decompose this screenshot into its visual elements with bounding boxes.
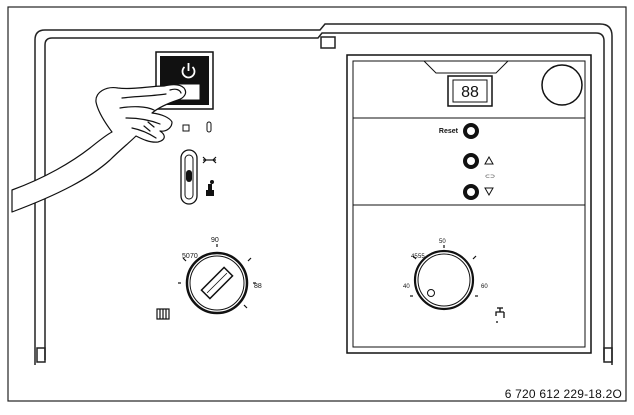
heating-temperature-dial[interactable] bbox=[185, 251, 249, 315]
hot-water-tap-icon bbox=[495, 307, 505, 323]
up-arrow-icon bbox=[484, 155, 494, 165]
outer-frame bbox=[7, 6, 627, 402]
down-button[interactable] bbox=[463, 184, 479, 200]
right-hinge bbox=[603, 347, 613, 363]
power-icon bbox=[181, 63, 196, 79]
radiator-icon bbox=[156, 308, 170, 320]
hot-water-dial-label-60: 60 bbox=[481, 284, 488, 290]
heating-dial-label-70: 70 bbox=[190, 253, 198, 260]
heating-dial-label-50: 50 bbox=[182, 253, 190, 260]
chimney-sweep-icon bbox=[206, 180, 214, 196]
standby-square-icon bbox=[182, 124, 190, 132]
pressure-gauge bbox=[541, 64, 583, 106]
hot-water-dial-label-55: 55 bbox=[418, 254, 425, 260]
reset-label: Reset bbox=[439, 128, 459, 135]
control-module bbox=[346, 54, 592, 354]
heating-dial-knob-grip bbox=[200, 266, 234, 300]
up-button[interactable] bbox=[463, 153, 479, 169]
display-frame bbox=[447, 75, 493, 107]
service-wrench-icon bbox=[202, 156, 217, 164]
indicator-lamp bbox=[206, 121, 212, 133]
hot-water-dial-label-40: 40 bbox=[403, 284, 410, 290]
panel-housing bbox=[34, 23, 613, 365]
down-arrow-icon bbox=[484, 187, 494, 197]
center-latch bbox=[320, 36, 336, 49]
hand-illustration bbox=[11, 84, 187, 213]
left-hinge bbox=[36, 347, 46, 363]
heating-dial-label-90: 90 bbox=[211, 237, 219, 244]
function-selector[interactable] bbox=[180, 149, 198, 205]
reset-button[interactable] bbox=[463, 123, 479, 139]
hot-water-temperature-dial[interactable] bbox=[413, 249, 475, 311]
hot-water-dial-label-45: 45 bbox=[411, 254, 418, 260]
hot-water-dial-label-50: 50 bbox=[439, 239, 446, 245]
display-bezel bbox=[423, 60, 509, 74]
set-mode-symbol: ⊂⊃ bbox=[485, 174, 495, 180]
heating-dial-tick-marks bbox=[178, 244, 256, 309]
hot-water-dial-indicator bbox=[427, 289, 435, 297]
heating-dial-label-88: 88 bbox=[254, 283, 262, 290]
digital-display bbox=[452, 79, 488, 103]
figure-reference-number: 6 720 612 229-18.2O bbox=[504, 387, 622, 401]
hot-water-dial-tick-marks bbox=[410, 245, 478, 297]
display-digits: 88 bbox=[461, 84, 479, 101]
